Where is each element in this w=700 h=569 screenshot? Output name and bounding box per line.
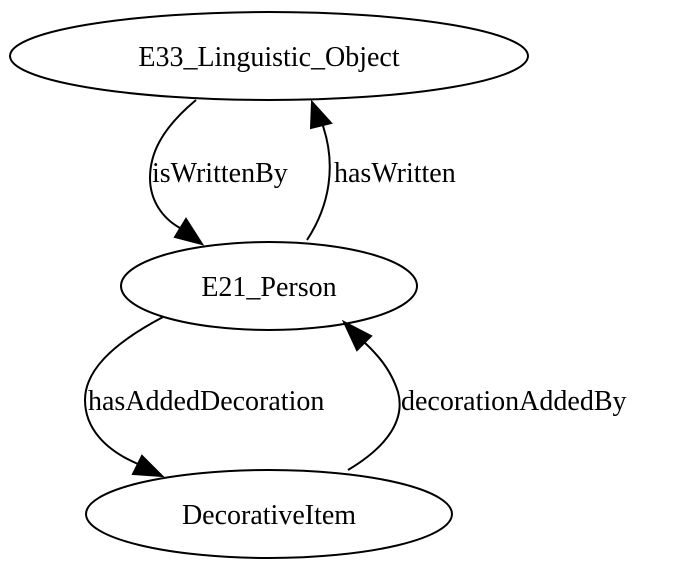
edge-has-written-label: hasWritten	[334, 158, 456, 189]
edge-is-written-by[interactable]: isWrittenBy	[148, 99, 288, 246]
node-decorative-item[interactable]: DecorativeItem	[85, 469, 453, 559]
edge-decoration-added-by-line	[347, 341, 401, 471]
node-decorative-item-label: DecorativeItem	[182, 500, 356, 531]
node-decorative-item-shape	[85, 469, 453, 559]
edge-decoration-added-by-label: decorationAddedBy	[401, 386, 627, 417]
edge-is-written-by-arrow-icon	[173, 217, 205, 246]
edge-is-written-by-line	[148, 99, 197, 229]
node-linguistic-object[interactable]: E33_Linguistic_Object	[9, 11, 529, 101]
edge-has-written[interactable]: hasWritten	[306, 99, 456, 241]
node-person-label: E21_Person	[201, 272, 336, 303]
edge-has-written-arrow-icon	[309, 99, 333, 130]
edge-has-added-decoration-arrow-icon	[131, 454, 165, 478]
edge-has-added-decoration-line	[83, 316, 164, 465]
node-person[interactable]: E21_Person	[120, 241, 418, 331]
node-linguistic-object-label: E33_Linguistic_Object	[138, 42, 400, 73]
edge-has-added-decoration[interactable]: hasAddedDecoration	[83, 316, 324, 478]
edge-is-written-by-label: isWrittenBy	[152, 158, 288, 189]
edge-decoration-added-by-arrow-icon	[341, 319, 373, 352]
node-person-shape	[120, 241, 418, 331]
edge-decoration-added-by[interactable]: decorationAddedBy	[341, 319, 627, 471]
node-linguistic-object-shape	[9, 11, 529, 101]
edge-has-added-decoration-label: hasAddedDecoration	[88, 386, 324, 417]
edge-has-written-line	[306, 125, 331, 241]
